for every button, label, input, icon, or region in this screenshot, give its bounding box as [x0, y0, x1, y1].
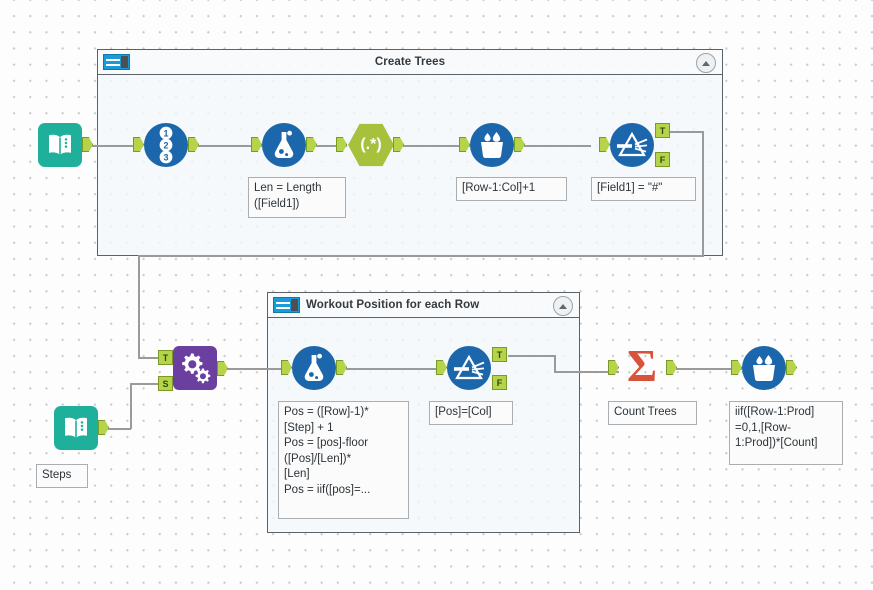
anchor-label-true: T — [496, 349, 503, 360]
wire-input2-to-macro-seg3 — [130, 383, 164, 385]
output-anchor-true[interactable]: T — [492, 347, 507, 362]
wire-regex-to-multirow — [400, 145, 470, 147]
container-toggle-icon[interactable] — [273, 297, 300, 313]
input-data-icon — [54, 406, 98, 450]
annotation-formula-1[interactable]: Len = Length ([Field1]) — [248, 177, 346, 218]
container-title-bar[interactable]: Create Trees — [98, 50, 722, 75]
wire-filter1-true-seg1 — [670, 131, 704, 133]
annotation-multi-row-formula-2[interactable]: iif([Row-1:Prod] =0,1,[Row- 1:Prod])*[Co… — [729, 401, 843, 465]
wire-input1-to-recordid — [89, 145, 143, 147]
wire-filter1-true-seg4 — [138, 255, 140, 359]
formula-flask-icon — [262, 123, 306, 167]
regex-icon-label: (.*) — [360, 136, 382, 153]
container-title-bar[interactable]: Workout Position for each Row — [268, 293, 579, 318]
svg-text:3: 3 — [163, 153, 168, 163]
wire-filter1-true-seg5 — [138, 357, 164, 359]
wire-filter1-true-seg3 — [138, 255, 704, 257]
annotation-multi-row-formula-1[interactable]: [Row-1:Col]+1 — [456, 177, 567, 201]
input-anchor[interactable] — [459, 137, 470, 152]
wire-input2-to-macro-seg2 — [130, 383, 132, 429]
output-anchor[interactable] — [82, 137, 93, 152]
tool-multi-row-formula-1[interactable] — [459, 123, 525, 167]
output-anchor[interactable] — [217, 361, 228, 376]
container-title-label: Create Trees — [374, 56, 446, 68]
tool-record-id-1[interactable]: 1 2 3 — [133, 123, 199, 167]
annotation-filter-2[interactable]: [Pos]=[Col] — [429, 401, 513, 425]
multi-row-formula-icon — [470, 123, 514, 167]
wire-filter2-true-seg1 — [508, 355, 556, 357]
tool-summarize-1[interactable]: Σ — [608, 340, 677, 391]
tool-multi-row-formula-2[interactable] — [731, 346, 797, 390]
chevron-up-icon[interactable] — [696, 53, 716, 73]
macro-input-anchor-s[interactable]: S — [158, 376, 173, 391]
annotation-filter-1[interactable]: [Field1] = "#" — [591, 177, 696, 201]
macro-input-anchor-t[interactable]: T — [158, 350, 173, 365]
output-anchor[interactable] — [98, 420, 109, 435]
output-anchor-false[interactable]: F — [492, 375, 507, 390]
input-anchor[interactable] — [599, 137, 610, 152]
tool-formula-2[interactable] — [281, 346, 347, 390]
wire-macro-to-formula2 — [225, 368, 282, 370]
container-toggle-icon[interactable] — [103, 54, 130, 70]
output-anchor-true[interactable]: T — [655, 123, 670, 138]
multi-row-formula-icon — [742, 346, 786, 390]
wire-recordid-to-formula — [196, 145, 262, 147]
filter-prism-icon — [447, 346, 491, 390]
svg-text:1: 1 — [163, 129, 168, 139]
anchor-label-true: T — [659, 125, 666, 136]
output-anchor[interactable] — [393, 137, 404, 152]
input-anchor[interactable] — [133, 137, 144, 152]
output-anchor[interactable] — [514, 137, 525, 152]
tool-formula-1[interactable] — [251, 123, 317, 167]
summarize-sigma-icon: Σ — [626, 340, 658, 391]
input-anchor[interactable] — [251, 137, 262, 152]
input-data-icon — [38, 123, 82, 167]
output-anchor[interactable] — [666, 360, 677, 375]
annotation-formula-2[interactable]: Pos = ([Row]-1)* [Step] + 1 Pos = [pos]-… — [278, 401, 409, 519]
output-anchor[interactable] — [306, 137, 317, 152]
input-anchor[interactable] — [436, 360, 447, 375]
annotation-steps[interactable]: Steps — [36, 464, 88, 488]
wire-filter2-true-seg2 — [554, 355, 556, 373]
svg-text:2: 2 — [163, 141, 168, 151]
formula-flask-icon — [292, 346, 336, 390]
container-title-label: Workout Position for each Row — [306, 299, 480, 311]
input-anchor[interactable] — [336, 137, 347, 152]
tool-filter-2[interactable]: T F — [436, 346, 507, 390]
input-anchor[interactable] — [608, 360, 619, 375]
wire-input2-to-macro-seg1 — [105, 428, 131, 430]
output-anchor[interactable] — [188, 137, 199, 152]
anchor-label-macro-t: T — [162, 352, 169, 363]
macro-gears-icon — [173, 346, 217, 390]
annotation-summarize[interactable]: Count Trees — [608, 401, 697, 425]
output-anchor[interactable] — [336, 360, 347, 375]
wire-filter2-true-seg3 — [554, 371, 619, 373]
tool-iterative-macro-1[interactable]: T S — [158, 346, 228, 391]
record-id-icon: 1 2 3 — [144, 123, 188, 167]
input-anchor[interactable] — [731, 360, 742, 375]
anchor-label-false: F — [659, 154, 666, 165]
output-anchor-false[interactable]: F — [655, 152, 670, 167]
filter-prism-icon — [610, 123, 654, 167]
input-anchor[interactable] — [281, 360, 292, 375]
wire-multirow-to-filter — [524, 145, 591, 147]
tool-filter-1[interactable]: T F — [599, 123, 670, 167]
wire-summarize-to-multirow2 — [676, 368, 742, 370]
wire-formula2-to-filter2 — [346, 368, 443, 370]
tool-regex-1[interactable]: (.*) — [336, 123, 404, 167]
output-anchor[interactable] — [786, 360, 797, 375]
regex-icon: (.*) — [348, 123, 394, 167]
anchor-label-false: F — [496, 377, 503, 388]
wire-filter1-true-seg2 — [702, 131, 704, 256]
tool-input-data-2[interactable] — [54, 406, 109, 450]
tool-input-data-1[interactable] — [38, 123, 93, 167]
anchor-label-macro-s: S — [162, 378, 169, 389]
chevron-up-icon[interactable] — [553, 296, 573, 316]
wire-formula-to-regex — [315, 145, 347, 147]
